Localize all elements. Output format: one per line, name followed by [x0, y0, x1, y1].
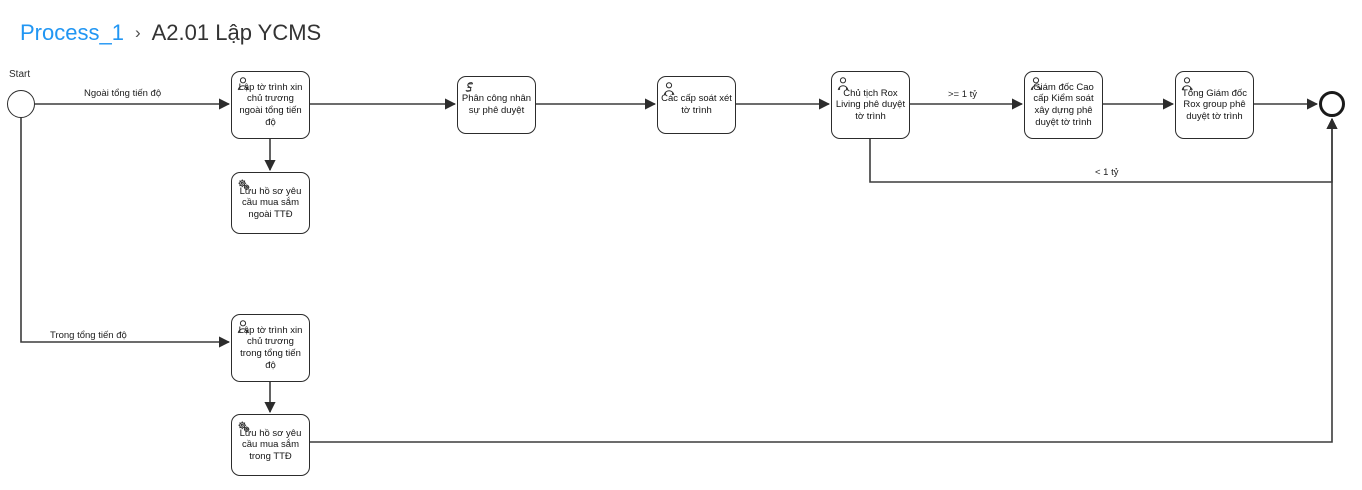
task-label: Chủ tịch Rox Living phê duyệt tờ trình [835, 87, 906, 122]
task-label: Các cấp soát xét tờ trình [661, 93, 732, 116]
task-label: Lưu hồ sơ yêu cầu mua sắm ngoài TTĐ [239, 185, 302, 220]
task-cac-cap-soat-xet[interactable]: Các cấp soát xét tờ trình [657, 76, 736, 134]
task-giam-doc-cao-cap[interactable]: Giám đốc Cao cấp Kiểm soát xây dựng phê … [1024, 71, 1103, 139]
task-label: Lưu hồ sơ yêu cầu mua sắm trong TTĐ [239, 427, 302, 462]
task-label: Lập tờ trình xin chủ trương ngoài tổng t… [238, 81, 303, 128]
task-lap-to-trinh-trong[interactable]: Lập tờ trình xin chủ trương trong tổng t… [231, 314, 310, 382]
task-phan-cong-nhan-su[interactable]: Phân công nhân sự phê duyệt [457, 76, 536, 134]
start-event-label: Start [9, 69, 31, 80]
flow-luu-trong-to-end[interactable] [310, 117, 1338, 443]
edge-label-ngoai-tong-tien-do: Ngoài tổng tiến độ [84, 88, 162, 99]
edge-label-gte-1-ty: >= 1 tỷ [948, 89, 978, 100]
breadcrumb-parent-link[interactable]: Process_1 [20, 20, 124, 45]
task-lap-to-trinh-ngoai[interactable]: Lập tờ trình xin chủ trương ngoài tổng t… [231, 71, 310, 139]
task-luu-ho-so-ngoai[interactable]: Lưu hồ sơ yêu cầu mua sắm ngoài TTĐ [231, 172, 310, 234]
chevron-right-icon: › [134, 22, 141, 42]
task-label: Tổng Giám đốc Rox group phê duyệt tờ trì… [1182, 87, 1247, 122]
edge-label-lt-1-ty: < 1 tỷ [1095, 167, 1119, 178]
breadcrumb-current-title: A2.01 Lập YCMS [151, 20, 322, 45]
end-event[interactable] [1319, 91, 1345, 117]
task-label: Giám đốc Cao cấp Kiểm soát xây dựng phê … [1033, 81, 1094, 128]
task-label: Phân công nhân sự phê duyệt [461, 93, 532, 116]
breadcrumb: Process_1 › A2.01 Lập YCMS [20, 16, 321, 50]
task-luu-ho-so-trong[interactable]: Lưu hồ sơ yêu cầu mua sắm trong TTĐ [231, 414, 310, 476]
start-event[interactable] [7, 90, 35, 118]
task-label: Lập tờ trình xin chủ trương trong tổng t… [238, 324, 303, 371]
task-chu-tich-rox-living[interactable]: Chủ tịch Rox Living phê duyệt tờ trình [831, 71, 910, 139]
sequence-flow-layer [20, 98, 1338, 443]
flow-start-to-lap-trong[interactable] [20, 118, 231, 348]
diagram-canvas[interactable]: Start Lập tờ trình xin chủ trương ngoài … [0, 56, 1362, 490]
edge-label-trong-tong-tien-do: Trong tổng tiến độ [50, 330, 127, 341]
task-tong-giam-doc-rox-group[interactable]: Tổng Giám đốc Rox group phê duyệt tờ trì… [1175, 71, 1254, 139]
